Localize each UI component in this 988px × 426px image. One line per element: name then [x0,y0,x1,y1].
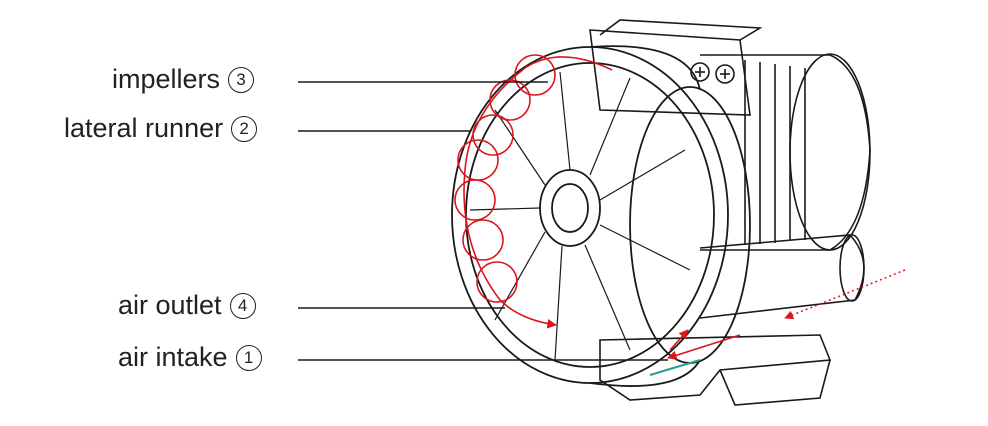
outlet-arrow [669,329,689,351]
impeller-circle [462,219,504,261]
impeller-circle [514,54,556,96]
label-air-intake: air intake 1 [118,342,262,373]
label-lateral-runner: lateral runner 2 [64,113,258,144]
label-text: impellers [112,64,221,94]
lateral-runner-path [463,56,613,329]
label-text: lateral runner [64,113,224,143]
number-badge: 3 [228,67,255,93]
intake-pipe [699,234,865,319]
terminal-box [589,19,763,116]
number-badge: 1 [235,345,262,371]
number-badge: 4 [229,293,256,319]
number-badge: 2 [231,116,258,142]
impeller-circle [454,179,496,221]
label-text: air outlet [118,290,222,320]
motor-housing [700,53,871,251]
intake-arrow-dotted [784,269,906,320]
label-air-outlet: air outlet 4 [118,290,256,321]
mounting-base [599,334,832,406]
intake-arrow-inner [667,334,741,360]
housing-ribs [469,71,691,361]
blower-housing [451,45,751,387]
label-impellers: impellers 3 [112,64,255,95]
impeller-circle [476,261,518,303]
label-text: air intake [118,342,228,372]
teal-flow-line [649,359,701,376]
callout-lines [298,81,668,361]
